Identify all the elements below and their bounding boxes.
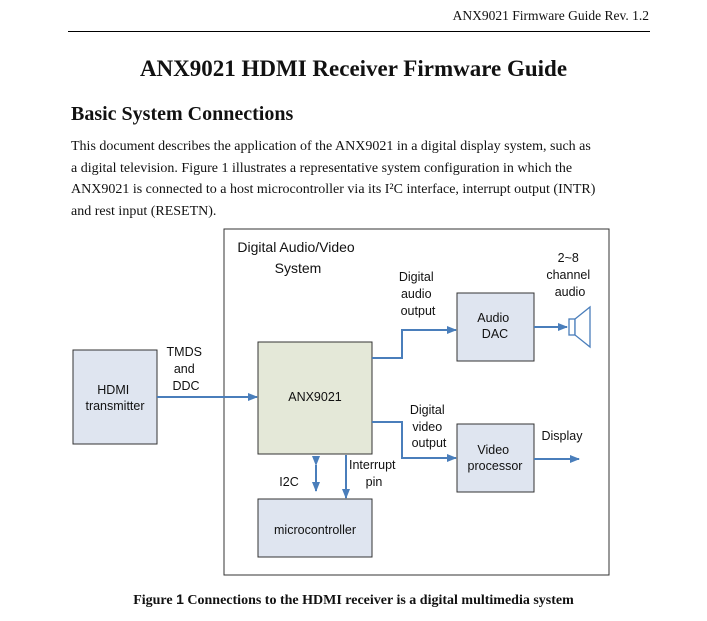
video-processor-label: Video processor [468, 443, 523, 473]
audio-dac-label: Audio DAC [477, 311, 512, 341]
caption-number: 1 [176, 591, 184, 607]
channel-audio-label: 2~8 channel audio [546, 251, 593, 299]
interrupt-pin-label: Interrupt pin [349, 458, 399, 489]
caption-text: Connections to the HDMI receiver is a di… [183, 593, 574, 608]
running-header: ANX9021 Firmware Guide Rev. 1.2 [452, 8, 649, 23]
hdmi-transmitter-box [72, 349, 158, 445]
header-rule [68, 31, 650, 32]
tmds-ddc-label: TMDS and DDC [167, 345, 206, 393]
paragraph-line: This document describes the application … [71, 139, 591, 154]
audio-dac-box [456, 292, 535, 362]
document-title: ANX9021 HDMI Receiver Firmware Guide [139, 56, 568, 81]
speaker-icon [568, 305, 591, 349]
display-label: Display [542, 429, 584, 443]
video-arrow [372, 421, 457, 462]
i2c-label: I2C [279, 475, 298, 489]
paragraph-line: ANX9021 is connected to a host microcont… [71, 182, 596, 197]
microcontroller-label: microcontroller [274, 523, 356, 537]
anx9021-box [257, 341, 373, 455]
caption-prefix: Figure [133, 593, 177, 608]
digital-video-label: Digital video output [410, 403, 448, 450]
hdmi-transmitter-label: HDMI transmitter [85, 383, 144, 413]
audio-arrow [372, 326, 457, 359]
anx9021-label: ANX9021 [288, 390, 342, 404]
paragraph-line: and rest input (RESETN). [71, 203, 217, 219]
system-label: Digital Audio/Video System [237, 239, 358, 276]
intro-paragraph: This document describes the application … [71, 136, 651, 222]
section-heading: Basic System Connections [71, 103, 294, 125]
microcontroller-box [257, 498, 373, 558]
paragraph-line: a digital television. Figure 1 illustrat… [71, 160, 573, 176]
digital-audio-label: Digital audio output [399, 270, 437, 318]
video-processor-box [456, 423, 535, 493]
figure-caption: Figure 1 Connections to the HDMI receive… [0, 591, 707, 609]
